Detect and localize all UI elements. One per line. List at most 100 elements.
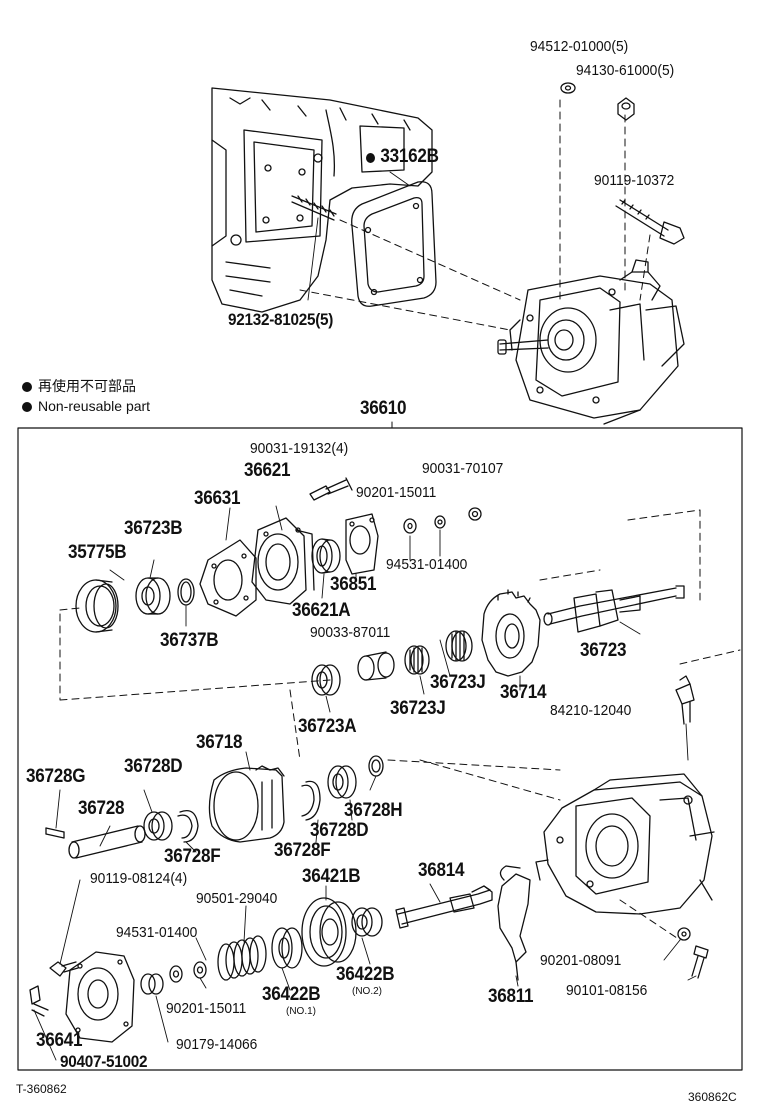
- legend-jp: 再使用不可部品: [22, 376, 136, 396]
- legend-en: Non-reusable part: [22, 398, 150, 414]
- part-label-36728f-a: 36728F: [164, 846, 221, 867]
- part-label-36723a: 36723A: [298, 716, 357, 737]
- shaft-36814-illustration: [395, 885, 493, 929]
- cover-36851-illustration: [345, 513, 379, 575]
- note-no1: (NO.1): [286, 1006, 316, 1017]
- nut-90201-15011-b-illustration: [193, 961, 207, 979]
- legend-jp-text: 再使用不可部品: [38, 378, 136, 394]
- non-reusable-marker-icon: [22, 402, 32, 412]
- gasket-33162b-illustration: [351, 171, 437, 307]
- part-label-36422b-no2: 36422B: [336, 964, 395, 985]
- part-label-90501-29040: 90501-29040: [196, 890, 278, 907]
- needle-bearing-36723j-a-illustration: [445, 630, 473, 662]
- collar-36422b-no2-illustration: [351, 907, 383, 937]
- washer-90201-08091-illustration: [677, 927, 691, 941]
- gear-36714-illustration: [481, 589, 541, 677]
- footer-drawing-id: T-360862: [16, 1082, 67, 1096]
- seal-35775b-illustration: [75, 579, 119, 633]
- washer-94531-01400-illustration: [434, 515, 446, 529]
- part-label-90119-08124: 90119-08124(4): [90, 870, 188, 887]
- gear-36421b-illustration: [301, 897, 357, 967]
- part-label-36728f-b: 36728F: [274, 840, 331, 861]
- part-label-36728: 36728: [78, 798, 125, 819]
- part-label-92132-81025: 92132-81025(5): [228, 310, 334, 329]
- gear-36718-illustration: [208, 765, 285, 843]
- part-label-36728d-a: 36728D: [124, 756, 183, 777]
- part-label-36718: 36718: [196, 732, 243, 753]
- collar-36422b-no1-illustration: [271, 927, 303, 969]
- bolt-90119-10372-illustration: [615, 199, 685, 245]
- part-label-36621: 36621: [244, 460, 291, 481]
- part-label-36723j-a: 36723J: [430, 672, 486, 693]
- washer-36728h-illustration: [368, 755, 384, 777]
- part-label-36631: 36631: [194, 488, 241, 509]
- nut-90031-70107-illustration: [468, 507, 482, 521]
- part-label-90031-19132: 90031-19132(4): [250, 440, 349, 457]
- bolt-90101-08156-illustration: [691, 945, 709, 979]
- part-label-94512-01000: 94512-01000(5): [530, 38, 629, 55]
- part-label-90033-87011: 90033-87011: [310, 624, 391, 641]
- snap-ring-36728f-a-illustration: [177, 809, 199, 843]
- part-label-36728d-b: 36728D: [310, 820, 369, 841]
- legend-en-text: Non-reusable part: [38, 398, 151, 414]
- note-no2: (NO.2): [352, 986, 382, 997]
- ring-36737b-illustration: [177, 578, 195, 606]
- part-label-36723j-b: 36723J: [390, 698, 446, 719]
- washer-94531-01400-b-illustration: [169, 965, 183, 983]
- part-label-36723b: 36723B: [124, 518, 183, 539]
- transmission-case-illustration: [211, 87, 433, 313]
- nut-94130-illustration: [617, 97, 635, 121]
- part-label-35775b: 35775B: [68, 542, 127, 563]
- switch-84210-illustration: [675, 675, 695, 761]
- part-label-36814: 36814: [418, 860, 465, 881]
- footer-catalog-code: 360862C: [688, 1090, 737, 1104]
- part-label-90407-51002: 90407-51002: [60, 1052, 148, 1071]
- part-label-36851: 36851: [330, 574, 377, 595]
- part-label-36728h: 36728H: [344, 800, 403, 821]
- part-label-90201-15011: 90201-15011: [356, 484, 437, 501]
- part-label-33162b: 33162B: [366, 146, 439, 168]
- part-label-36811: 36811: [488, 986, 534, 1007]
- part-label-36723: 36723: [580, 640, 627, 661]
- assembly-label-36610: 36610: [360, 398, 407, 419]
- shaft-36723-illustration: [543, 585, 685, 633]
- plug-90407-51002-illustration: [29, 985, 49, 1017]
- part-label-36737b: 36737B: [160, 630, 219, 651]
- pto-case-illustration: [535, 773, 715, 915]
- bolt-90119-08124-illustration: [49, 961, 79, 977]
- part-label-33162b-text: 33162B: [380, 146, 439, 167]
- assembly-36610-boundary: [17, 427, 743, 1071]
- shaft-36728-illustration: [68, 825, 146, 859]
- seal-36621a-illustration: [311, 538, 341, 574]
- snap-ring-36728f-b-illustration: [301, 780, 321, 821]
- part-label-84210-12040: 84210-12040: [550, 702, 632, 719]
- part-label-90179-14066: 90179-14066: [176, 1036, 258, 1053]
- spring-90501-29040-illustration: [217, 935, 267, 981]
- bearing-36728d-a-illustration: [143, 811, 173, 841]
- part-label-36421b: 36421B: [302, 866, 361, 887]
- nut-90201-15011-illustration: [403, 518, 417, 534]
- cover-36641-illustration: [65, 951, 135, 1043]
- non-reusable-marker-icon: [22, 382, 32, 392]
- part-label-36621a: 36621A: [292, 600, 351, 621]
- part-label-90031-70107: 90031-70107: [422, 460, 504, 477]
- part-label-90201-08091: 90201-08091: [540, 952, 622, 969]
- bearing-36728d-b-illustration: [327, 765, 357, 799]
- bolt-90031-19132-illustration: [309, 477, 353, 501]
- part-label-90201-15011-b: 90201-15011: [166, 1000, 247, 1017]
- bearing-36723a-illustration: [311, 664, 341, 696]
- retainer-36621-illustration: [251, 517, 315, 605]
- part-label-90101-08156: 90101-08156: [566, 982, 648, 999]
- collar-90033-87011-illustration: [357, 651, 395, 681]
- pto-assembly-illustration: [497, 259, 685, 425]
- needle-bearing-36723j-b-illustration: [404, 645, 430, 675]
- part-label-36714: 36714: [500, 682, 547, 703]
- part-label-36641: 36641: [36, 1030, 83, 1051]
- bearing-36723b-illustration: [135, 577, 171, 615]
- collar-90179-14066-illustration: [140, 973, 164, 995]
- part-label-90119-10372: 90119-10372: [594, 172, 675, 189]
- pin-36728g-illustration: [45, 827, 65, 839]
- part-label-36728g: 36728G: [26, 766, 86, 787]
